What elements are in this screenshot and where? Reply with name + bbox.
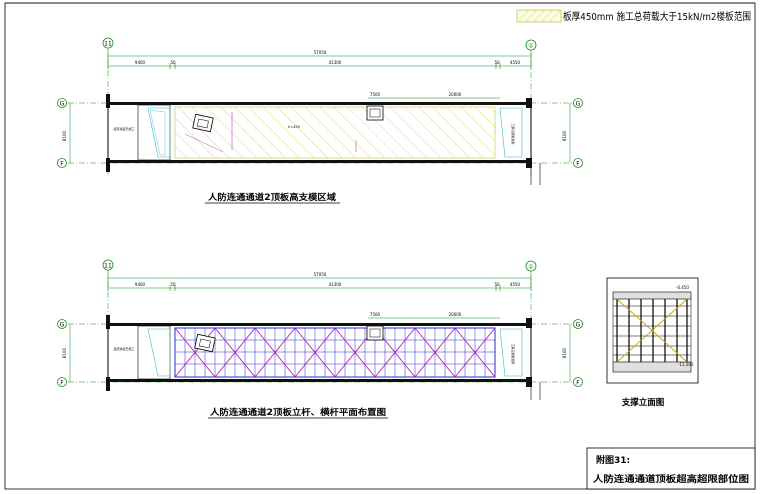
- grid-label-f-right: F: [576, 161, 580, 168]
- side-dim-left-b: 8100: [62, 347, 67, 358]
- grid-bubble-g-left: [57, 98, 67, 108]
- sub-dim-2-b: 20000: [449, 312, 462, 317]
- elevation-top-level: -6.450: [676, 285, 689, 290]
- grid-label-g-left-b: G: [60, 322, 65, 329]
- grid-label-11-b: 11: [104, 263, 112, 270]
- dim-4: 50: [494, 60, 500, 65]
- grid-label-f-right-b: F: [576, 380, 580, 387]
- overall-dim-b: 57050: [314, 272, 327, 277]
- grid-label-right: ①: [528, 43, 533, 50]
- title-block: 附图31: 人防连通通道顶板超高超限部位图: [586, 447, 756, 490]
- dim-5: 4550: [510, 60, 521, 65]
- figure-number: 附图31:: [596, 454, 630, 466]
- grid-label-f-left: F: [60, 161, 64, 168]
- grid-bubble-f-left: [57, 158, 67, 168]
- dim-4-b: 50: [494, 282, 500, 287]
- overall-dim: 57050: [314, 50, 327, 55]
- hatched-region: [174, 106, 496, 159]
- grid-label-g-right-b: G: [576, 322, 581, 329]
- left-end-note-b: 接原通道已施工: [113, 346, 134, 351]
- sub-dim-1-b: 7500: [370, 312, 381, 317]
- grid-bubble-g-left-b: [57, 319, 67, 329]
- dim-5-b: 4550: [510, 282, 521, 287]
- grid-bubble-f-right-b: [573, 377, 583, 387]
- elevation-frame: [606, 277, 699, 384]
- grid-label-11: 11: [104, 41, 112, 48]
- sub-dim-2: 20000: [449, 92, 462, 97]
- dim-1-b: 9400: [135, 282, 146, 287]
- sub-dim-1: 7500: [370, 92, 381, 97]
- support-elevation: -6.450 -11.500 支撑立面图: [606, 277, 699, 408]
- side-dim-right-b: 8100: [562, 347, 567, 358]
- grid-bubble-g-right-b: [573, 319, 583, 329]
- grid-bubble-g-right: [573, 98, 583, 108]
- right-end-note-b: 接原通道已施工: [510, 343, 515, 364]
- plan2: 11 ① 57050 9400 50 41300 50 4550 7500 20…: [57, 259, 583, 419]
- elevation-title: 支撑立面图: [621, 397, 665, 408]
- scaffold-grid: [174, 327, 496, 378]
- elevation-bottom-level: -11.500: [678, 362, 694, 367]
- grid-label-f-left-b: F: [60, 380, 64, 387]
- hatch-label: h=450: [288, 125, 300, 129]
- legend: 板厚450mm 施工总荷载大于15kN/m2楼板范围: [516, 9, 751, 23]
- dim-1: 9400: [135, 60, 146, 65]
- grid-bubble-f-left-b: [57, 377, 67, 387]
- dim-3: 41300: [329, 60, 342, 65]
- plan1: 11 ① 57050 9400 50 41300 50 4550 7500 20…: [57, 37, 583, 204]
- left-end-note: 接原通道已施工: [113, 126, 134, 131]
- grid-label-g-right: G: [576, 101, 581, 108]
- plan2-title: 人防连通通道2顶板立杆、横杆平面布置图: [210, 407, 386, 418]
- side-dim-left: 8100: [62, 130, 67, 141]
- figure-name: 人防连通通道顶板超高超限部位图: [592, 473, 749, 485]
- dim-2-b: 50: [170, 282, 176, 287]
- dim-2: 50: [170, 60, 176, 65]
- legend-text: 板厚450mm 施工总荷载大于15kN/m2楼板范围: [563, 10, 751, 23]
- side-dim-right: 8100: [562, 130, 567, 141]
- grid-label-right-b: ①: [528, 264, 533, 271]
- plan1-title: 人防连通通道2顶板高支模区域: [208, 192, 337, 203]
- dim-3-b: 41300: [329, 282, 342, 287]
- right-end-note: 接原通道已施工: [510, 123, 515, 144]
- grid-bubble-f-right: [573, 158, 583, 168]
- grid-label-g-left: G: [60, 101, 65, 108]
